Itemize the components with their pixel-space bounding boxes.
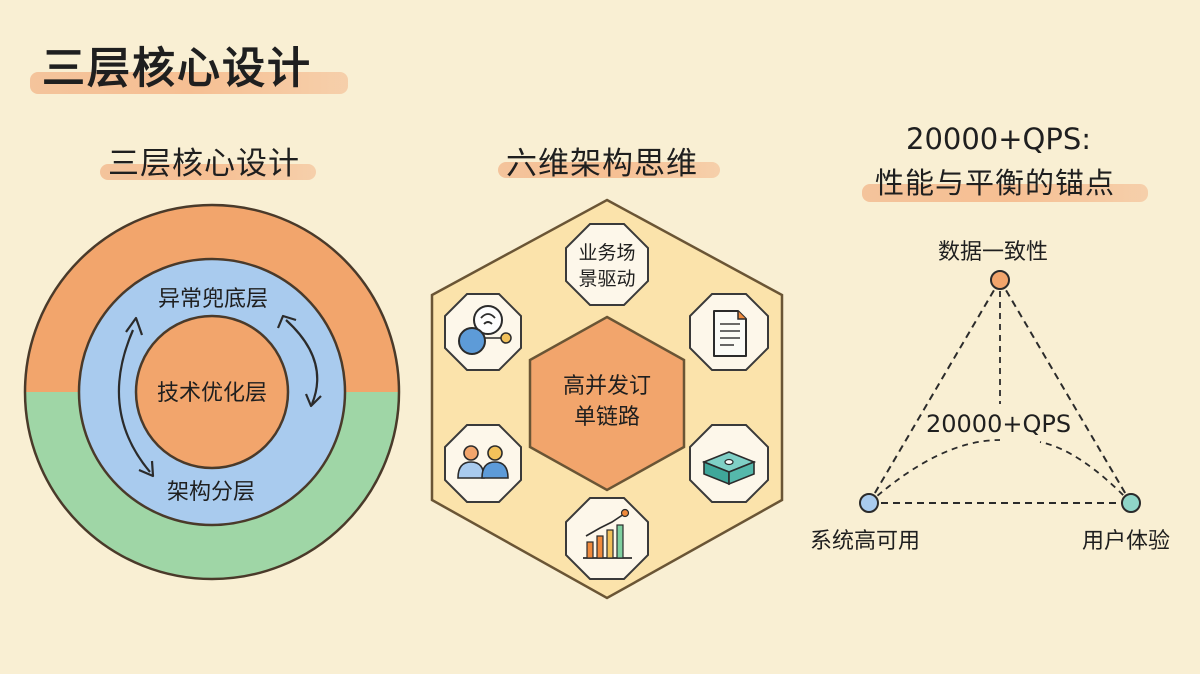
triangle-diagram <box>859 270 1141 513</box>
section3-title-line2: 性能与平衡的锚点 <box>875 166 1116 200</box>
vertex-data-consistency <box>990 270 1010 290</box>
server-box-icon <box>701 451 757 486</box>
outer-layer-label: 架构分层 <box>167 480 255 505</box>
vertex-high-availability <box>859 493 879 513</box>
top-node-line2: 景驱动 <box>578 268 635 290</box>
section1-title: 三层核心设计 <box>108 146 300 182</box>
inner-circle <box>134 314 290 470</box>
main-title-highlight <box>30 72 348 94</box>
section3-title-highlight <box>862 184 1148 202</box>
inner-layer-label: 技术优化层 <box>157 381 267 406</box>
left-vertex-label: 系统高可用 <box>810 529 921 554</box>
cycle-arrow-right <box>285 319 319 405</box>
cycle-arrow-left <box>117 329 151 473</box>
section2-title-highlight <box>498 162 720 178</box>
center-hexagon <box>528 315 686 492</box>
section1-title-highlight <box>100 164 316 180</box>
vertex-user-experience <box>1121 493 1141 513</box>
center-label-line1: 高并发订 <box>563 374 651 399</box>
users-icon <box>457 445 509 479</box>
lower-left-node <box>444 424 522 503</box>
right-vertex-label: 用户体验 <box>1082 529 1171 554</box>
document-icon <box>713 310 747 357</box>
top-node-line1: 业务场 <box>578 242 635 264</box>
top-vertex-label: 数据一致性 <box>938 240 1049 265</box>
middle-layer-label: 异常兜底层 <box>158 287 268 312</box>
section3-title-line1: 20000+QPS: <box>906 122 1092 156</box>
top-node <box>565 223 649 306</box>
six-dimension-diagram: 高并发订 单链路 业务场 景驱动 <box>430 198 784 600</box>
section2-title: 六维架构思维 <box>506 146 698 182</box>
center-label-line2: 单链路 <box>574 405 640 430</box>
three-layer-diagram: 异常兜底层 技术优化层 架构分层 <box>23 203 401 581</box>
chat-bubbles-icon <box>458 305 512 355</box>
bar-chart-icon <box>583 508 632 559</box>
main-title: 三层核心设计 <box>42 44 312 94</box>
center-qps-label: 20000+QPS <box>926 410 1072 438</box>
